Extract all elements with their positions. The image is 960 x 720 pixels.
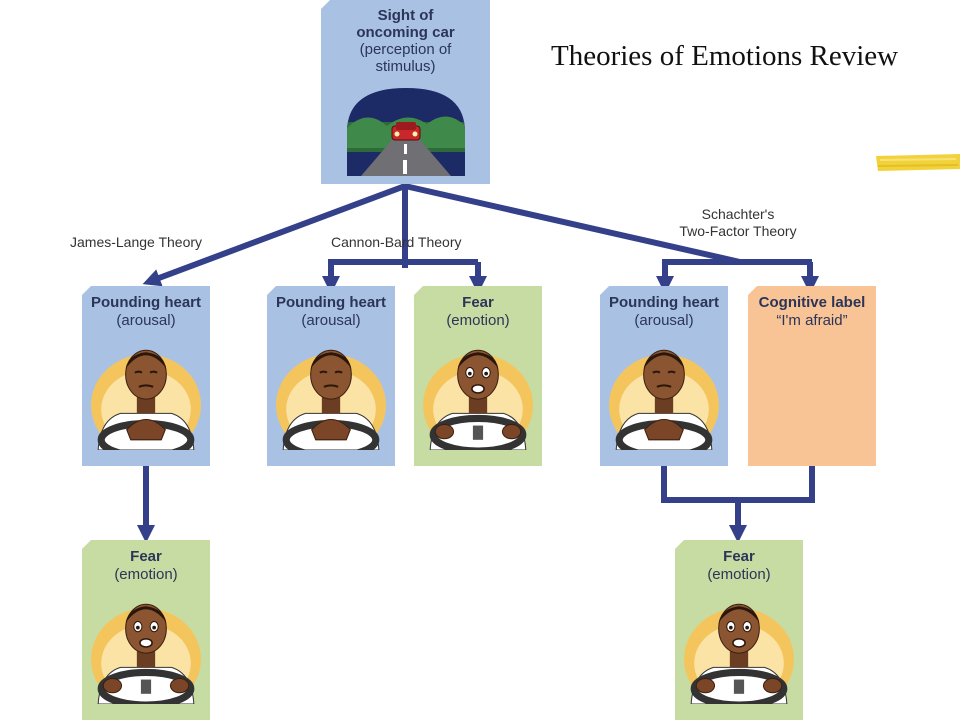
james-lange-fear-box: Fear (emotion): [82, 540, 210, 720]
arousal-sub: (arousal): [634, 312, 694, 329]
driver-afraid-icon: [683, 592, 795, 704]
driver-afraid-icon: [90, 592, 202, 704]
slide-title: Theories of Emotions Review: [551, 40, 899, 72]
cannon-bard-arousal-box: Pounding heart (arousal): [267, 286, 395, 466]
cannon-bard-label: Cannon-Bard Theory: [331, 234, 462, 250]
fear-sub: (emotion): [707, 566, 771, 583]
fear-heading: Fear: [462, 294, 494, 311]
stimulus-heading-line1: Sight of: [377, 7, 434, 24]
schachter-branch: [404, 183, 741, 265]
stimulus-heading-line2: oncoming car: [356, 24, 455, 41]
schachter-label-line1: Schachter's: [701, 206, 775, 222]
james-lange-arousal-box: Pounding heart (arousal): [82, 286, 210, 466]
cognitive-sub: “I'm afraid”: [776, 312, 848, 329]
arousal-heading: Pounding heart: [91, 294, 201, 311]
driver-afraid-icon: [422, 338, 534, 450]
arousal-heading: Pounding heart: [276, 294, 386, 311]
arousal-sub: (arousal): [116, 312, 176, 329]
stimulus-sub-line1: (perception of: [359, 41, 452, 58]
schachter-label: Schachter's Two-Factor Theory: [676, 206, 800, 240]
driver-hand-on-chest-icon: [90, 338, 202, 450]
schachter-cognitive-box: Cognitive label “I'm afraid”: [748, 286, 876, 466]
james-lange-label: James-Lange Theory: [70, 234, 203, 250]
fear-sub: (emotion): [114, 566, 178, 583]
james-lange-arrow: [142, 183, 407, 287]
schachter-label-line2: Two-Factor Theory: [679, 223, 797, 239]
schachter-arousal-box: Pounding heart (arousal): [600, 286, 728, 466]
highlighter-stroke-icon: [876, 154, 960, 171]
stimulus-sub-line2: stimulus): [375, 58, 436, 75]
driver-hand-on-chest-icon: [275, 338, 387, 450]
cognitive-heading: Cognitive label: [758, 294, 866, 311]
fear-heading: Fear: [723, 548, 755, 565]
stimulus-box: Sight of oncoming car (perception of sti…: [321, 0, 490, 184]
arousal-heading: Pounding heart: [609, 294, 719, 311]
fear-heading: Fear: [130, 548, 162, 565]
schachter-fear-box: Fear (emotion): [675, 540, 803, 720]
fear-sub: (emotion): [446, 312, 510, 329]
driver-hand-on-chest-icon: [608, 338, 720, 450]
road-car-scene-icon: [346, 88, 465, 176]
arousal-sub: (arousal): [301, 312, 361, 329]
cannon-bard-fear-box: Fear (emotion): [414, 286, 542, 466]
